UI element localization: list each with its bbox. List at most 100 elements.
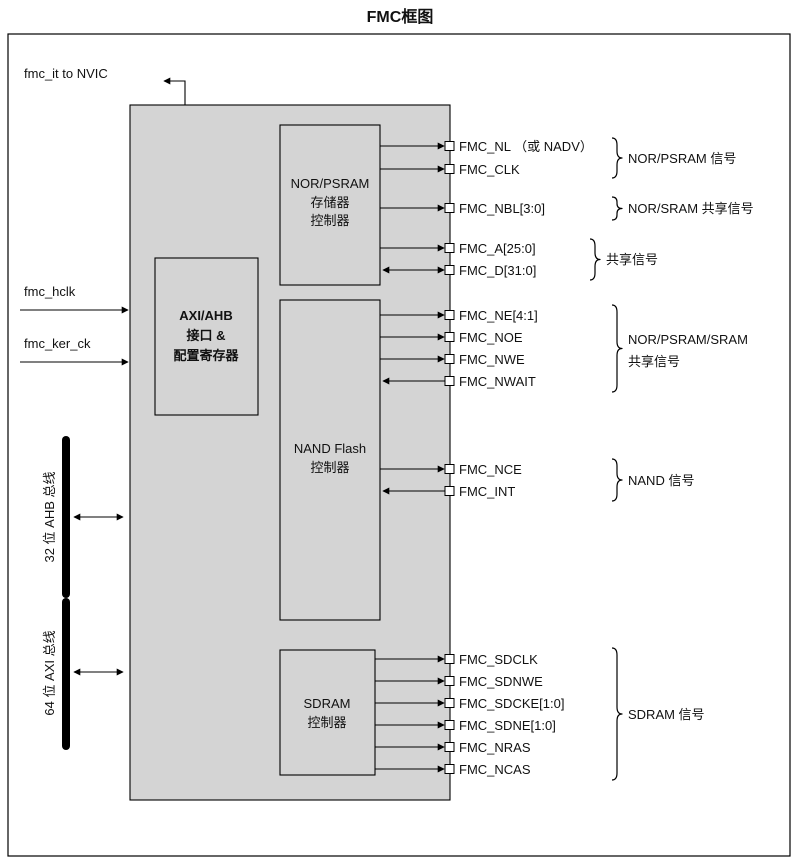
signal-pin	[444, 764, 455, 774]
nor-psram-controller-block: NOR/PSRAM 存储器 控制器	[279, 124, 381, 286]
fmc-hclk-label: fmc_hclk	[24, 284, 76, 299]
signal-label: FMC_A[25:0]	[459, 241, 536, 256]
group-label-line2: 共享信号	[628, 354, 680, 369]
group-label: NOR/SRAM 共享信号	[628, 201, 754, 216]
signal-row-fmc-nwait: FMC_NWAIT	[382, 374, 536, 389]
signal-row-fmc-nras: FMC_NRAS	[375, 740, 531, 755]
signal-pin	[444, 654, 455, 664]
signal-label: FMC_SDNE[1:0]	[459, 718, 556, 733]
axi-bus: 64 位 AXI 总线	[42, 598, 124, 750]
signal-pin	[444, 164, 455, 174]
axi-ahb-line3: 配置寄存器	[173, 348, 239, 363]
signal-pin	[444, 354, 455, 364]
signal-row-fmc-sdclk: FMC_SDCLK	[375, 652, 538, 667]
signal-label: FMC_SDCKE[1:0]	[459, 696, 564, 711]
group-label-line1: NOR/PSRAM/SRAM	[628, 332, 748, 347]
sdram-line2: 控制器	[307, 715, 346, 730]
ahb-bus-label: 32 位 AHB 总线	[42, 471, 57, 562]
fmc-it-label: fmc_it to NVIC	[24, 66, 108, 81]
signal-row-fmc-sdcke: FMC_SDCKE[1:0]	[375, 696, 564, 711]
nand-line2: 控制器	[310, 460, 349, 475]
signal-row-fmc-nbl: FMC_NBL[3:0]	[380, 201, 545, 216]
group-label: 共享信号	[606, 252, 658, 267]
signal-label: FMC_NWE	[459, 352, 525, 367]
group-shared-signals: 共享信号	[589, 238, 658, 281]
signal-pin	[444, 376, 455, 386]
sdram-line1: SDRAM	[304, 696, 351, 711]
axi-ahb-line2: 接口 &	[186, 328, 225, 343]
signal-row-fmc-noe: FMC_NOE	[380, 330, 523, 345]
signal-label: FMC_NRAS	[459, 740, 531, 755]
signal-row-fmc-ncas: FMC_NCAS	[375, 762, 531, 777]
nor-psram-line2: 存储器	[310, 195, 349, 210]
signal-label: FMC_CLK	[459, 162, 520, 177]
sdram-box	[279, 649, 376, 776]
signal-label: FMC_SDCLK	[459, 652, 538, 667]
signal-pin	[444, 676, 455, 686]
signal-row-fmc-d: FMC_D[31:0]	[382, 263, 536, 278]
signal-label: FMC_INT	[459, 484, 515, 499]
sdram-controller-block: SDRAM 控制器	[279, 649, 376, 776]
signal-label: FMC_NBL[3:0]	[459, 201, 545, 216]
brace	[611, 304, 623, 393]
nand-box	[279, 299, 381, 621]
signal-row-fmc-nwe: FMC_NWE	[380, 352, 525, 367]
signal-row-fmc-int: FMC_INT	[382, 484, 515, 499]
nand-line1: NAND Flash	[294, 441, 366, 456]
fmc-hclk-input: fmc_hclk	[20, 284, 129, 314]
signal-pin	[444, 720, 455, 730]
axi-bus-label: 64 位 AXI 总线	[42, 630, 57, 715]
ahb-bus: 32 位 AHB 总线	[42, 436, 124, 598]
group-sdram-signals: SDRAM 信号	[611, 647, 705, 781]
signal-pin	[444, 698, 455, 708]
brace	[589, 238, 601, 281]
axi-ahb-interface-box	[154, 257, 259, 416]
signal-label: FMC_NCE	[459, 462, 522, 477]
signal-pin	[444, 742, 455, 752]
axi-ahb-interface-block: AXI/AHB 接口 & 配置寄存器	[154, 257, 259, 416]
signal-label: FMC_NE[4:1]	[459, 308, 538, 323]
figure-title: FMC框图	[367, 7, 434, 26]
signal-row-fmc-sdnwe: FMC_SDNWE	[375, 674, 543, 689]
fmc-ker-ck-input: fmc_ker_ck	[20, 336, 129, 366]
signal-label: FMC_D[31:0]	[459, 263, 536, 278]
group-nor-sram-shared-signals: NOR/SRAM 共享信号	[611, 196, 754, 221]
group-nor-psram-signals: NOR/PSRAM 信号	[611, 137, 736, 179]
signal-pin	[444, 203, 455, 213]
signal-label: FMC_NWAIT	[459, 374, 536, 389]
signal-label: FMC_NCAS	[459, 762, 531, 777]
signal-row-fmc-clk: FMC_CLK	[380, 162, 520, 177]
group-nand-signals: NAND 信号	[611, 458, 694, 502]
group-label: NOR/PSRAM 信号	[628, 151, 736, 166]
axi-ahb-line1: AXI/AHB	[179, 308, 232, 323]
nor-psram-line1: NOR/PSRAM	[291, 176, 370, 191]
signal-pin	[444, 332, 455, 342]
group-nor-psram-sram-shared-signals: NOR/PSRAM/SRAM 共享信号	[611, 304, 748, 393]
signal-pin	[444, 310, 455, 320]
signal-row-fmc-nce: FMC_NCE	[380, 462, 522, 477]
signal-pin	[444, 243, 455, 253]
brace	[611, 137, 623, 179]
nor-psram-line3: 控制器	[310, 213, 349, 228]
brace	[611, 647, 623, 781]
signal-pin	[444, 486, 455, 496]
signal-label: FMC_SDNWE	[459, 674, 543, 689]
nor-psram-box	[279, 124, 381, 286]
signal-pin	[444, 464, 455, 474]
signal-label: FMC_NOE	[459, 330, 523, 345]
fmc-it-annotation: fmc_it to NVIC	[24, 66, 186, 105]
fmc-it-wire	[163, 77, 186, 105]
signal-pin	[444, 141, 455, 151]
signal-row-fmc-ne: FMC_NE[4:1]	[380, 308, 538, 323]
signal-label: FMC_NL （或 NADV）	[459, 139, 593, 154]
signal-pin	[444, 265, 455, 275]
signal-row-fmc-nl: FMC_NL （或 NADV）	[380, 139, 593, 154]
signal-row-fmc-sdne: FMC_SDNE[1:0]	[375, 718, 556, 733]
group-label: SDRAM 信号	[628, 707, 705, 722]
brace	[611, 196, 623, 221]
fmc-ker-ck-label: fmc_ker_ck	[24, 336, 91, 351]
group-label: NAND 信号	[628, 473, 694, 488]
signal-row-fmc-a: FMC_A[25:0]	[380, 241, 536, 256]
